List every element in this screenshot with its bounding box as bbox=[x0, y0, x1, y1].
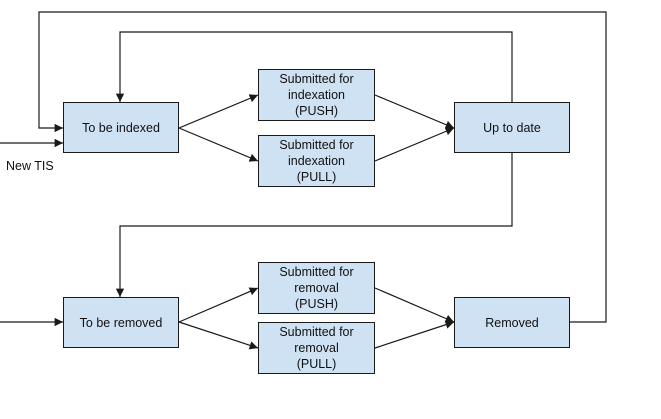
arrow-push-to-removed bbox=[374, 287, 455, 323]
box-text-line: (PUSH) bbox=[294, 297, 339, 311]
box-text-line: To be removed bbox=[79, 315, 163, 330]
arrow-uptodate-loop-to-indexed bbox=[115, 31, 513, 102]
box-text-line: indexation bbox=[288, 154, 345, 168]
arrow-uptodate-to-removed bbox=[115, 153, 513, 297]
box-text: Submitted for removal (PUSH) bbox=[279, 264, 353, 312]
box-text-line: Submitted for bbox=[279, 325, 354, 339]
box-submitted-removal-push: Submitted for removal (PUSH) bbox=[258, 262, 375, 314]
arrow-removal-to-pull bbox=[178, 321, 259, 350]
box-text-line: (PULL) bbox=[296, 170, 337, 184]
box-text-line: Up to date bbox=[483, 120, 541, 135]
arrow-pull-to-uptodate bbox=[374, 127, 455, 162]
arrow-indexed-to-push bbox=[178, 94, 259, 129]
box-up-to-date: Up to date bbox=[454, 102, 570, 153]
box-to-be-indexed: To be indexed bbox=[63, 102, 179, 153]
box-text-line: removal bbox=[294, 341, 339, 355]
box-text-line: indexation bbox=[288, 88, 345, 102]
box-submitted-indexation-push: Submitted for indexation (PUSH) bbox=[258, 69, 375, 121]
arrow-pull-to-removed bbox=[374, 320, 455, 349]
box-removed: Removed bbox=[454, 297, 570, 348]
box-text: Submitted for indexation (PULL) bbox=[279, 137, 353, 185]
box-text: Up to date bbox=[483, 120, 541, 136]
box-text-line: Removed bbox=[485, 315, 539, 330]
box-text-line: Submitted for bbox=[279, 265, 354, 279]
box-text-line: (PUSH) bbox=[294, 104, 339, 118]
box-text-line: removal bbox=[294, 281, 339, 295]
box-submitted-indexation-pull: Submitted for indexation (PULL) bbox=[258, 135, 375, 187]
box-text: To be removed bbox=[80, 315, 163, 331]
box-text-line: To be indexed bbox=[82, 120, 160, 135]
box-text-line: Submitted for bbox=[279, 72, 354, 86]
label-new-tis: New TIS bbox=[6, 159, 54, 173]
arrow-indexed-to-pull bbox=[178, 127, 259, 162]
box-text: Submitted for removal (PULL) bbox=[279, 324, 353, 372]
arrow-removal-to-push bbox=[178, 287, 259, 323]
box-text-line: (PULL) bbox=[296, 357, 337, 371]
box-text: Removed bbox=[485, 315, 539, 331]
box-text-line: Submitted for bbox=[279, 138, 354, 152]
arrow-removed-loop-to-indexed bbox=[38, 11, 607, 323]
arrow-push-to-uptodate bbox=[374, 94, 455, 129]
box-to-be-removed: To be removed bbox=[63, 297, 179, 348]
box-text: Submitted for indexation (PUSH) bbox=[279, 71, 353, 119]
box-text: To be indexed bbox=[82, 120, 160, 136]
box-submitted-removal-pull: Submitted for removal (PULL) bbox=[258, 322, 375, 374]
